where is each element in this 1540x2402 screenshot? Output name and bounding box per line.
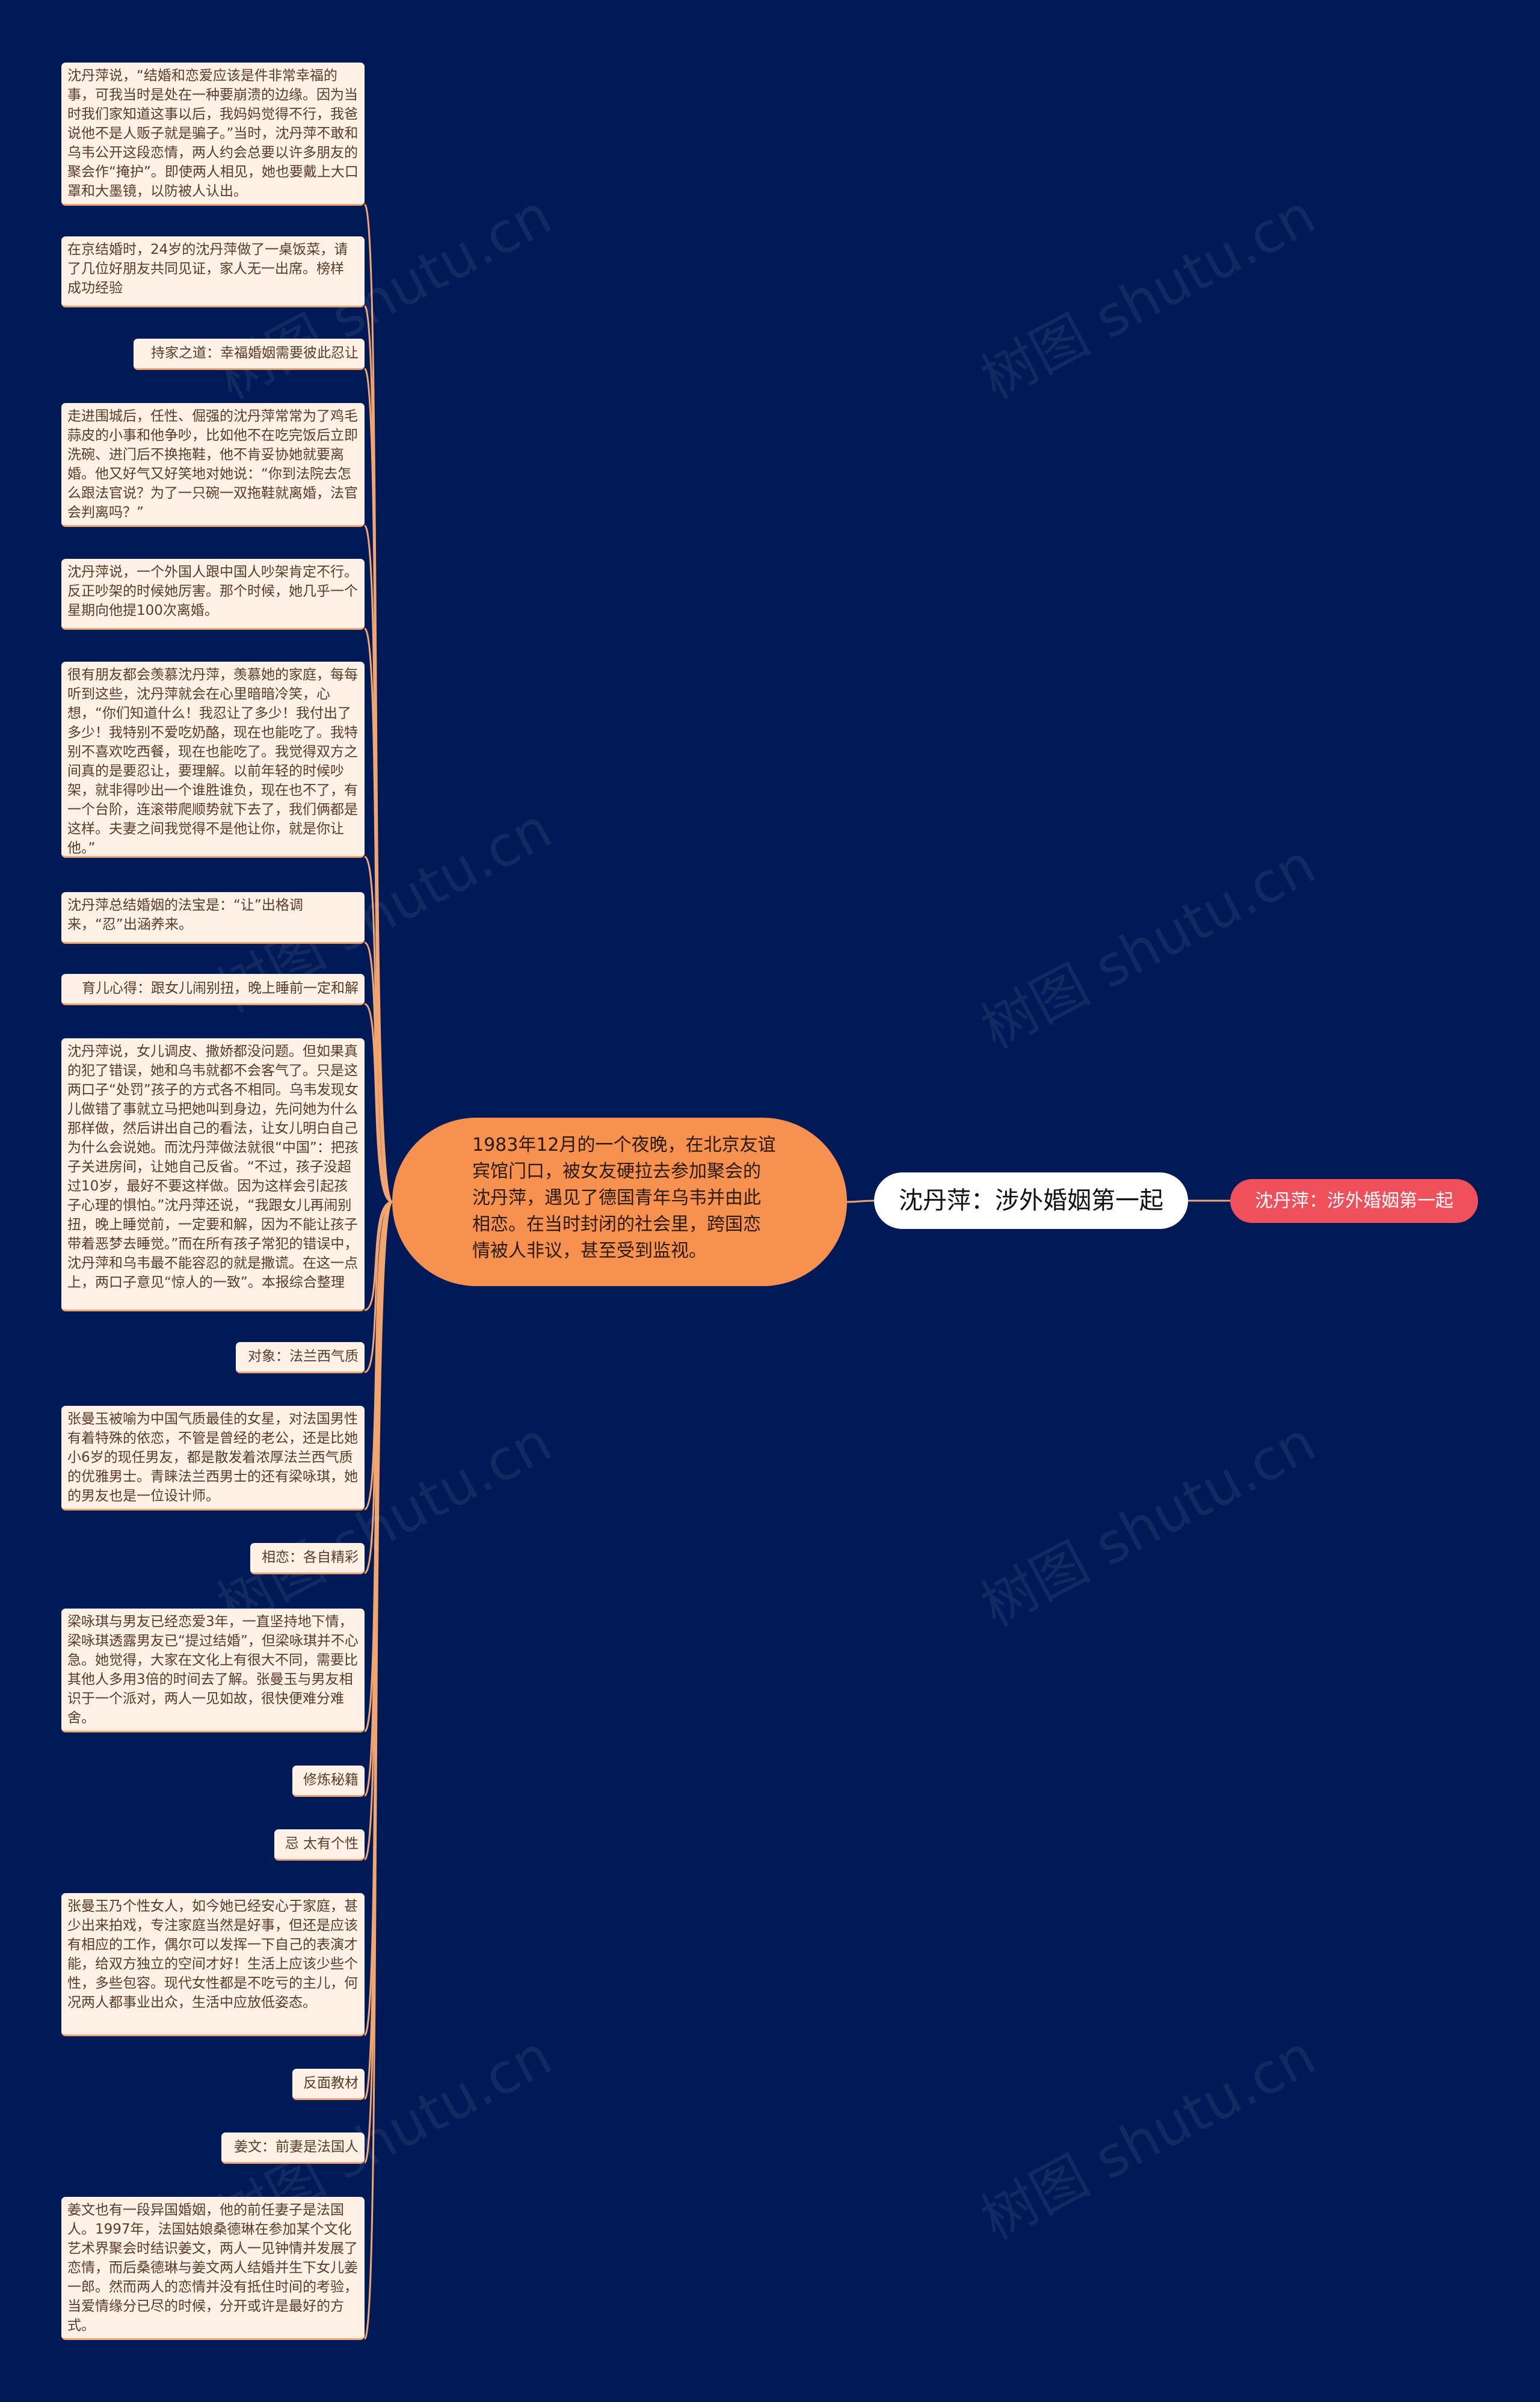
branch-topic-node[interactable]: 沈丹萍：涉外婚姻第一起: [874, 1172, 1188, 1229]
connector-line: [363, 855, 393, 1203]
connector-line: [364, 1201, 393, 1373]
connector-line: [846, 1199, 875, 1203]
connector-line: [364, 941, 393, 1203]
leaf-personality[interactable]: 张曼玉乃个性女人，如今她已经安心于家庭，甚少出来拍戏，专注家庭当然是好事，但还是…: [61, 1893, 365, 2036]
connector-line: [363, 1201, 393, 1574]
leaf-parenting[interactable]: 育儿心得：跟女儿闹别扭，晚上睡前一定和解: [61, 974, 365, 1005]
leaf-target-french[interactable]: 对象：法兰西气质: [236, 1342, 365, 1373]
center-topic-node[interactable]: 1983年12月的一个夜晚，在北京友谊宾馆门口，被女友硬拉去参加聚会的沈丹萍，遇…: [392, 1118, 847, 1286]
leaf-marriage-happiness[interactable]: 沈丹萍说，“结婚和恋爱应该是件非常幸福的事，可我当时是处在一种要崩溃的边缘。因为…: [61, 63, 365, 206]
leaf-friends-envy[interactable]: 很有朋友都会羡慕沈丹萍，羡慕她的家庭，每每听到这些，沈丹萍就会在心里暗暗冷笑，心…: [61, 662, 365, 858]
connector-line: [363, 1201, 393, 2340]
leaf-daughter[interactable]: 沈丹萍说，女儿调皮、撒娇都没问题。但如果真的犯了错误，她和乌韦就都不会客气了。只…: [61, 1038, 365, 1311]
leaf-quarrels[interactable]: 走进围城后，任性、倔强的沈丹萍常常为了鸡毛蒜皮的小事和他争吵，比如他不在吃完饭后…: [61, 403, 365, 527]
connector-line: [364, 1201, 393, 1311]
leaf-divorce-100[interactable]: 沈丹萍说，一个外国人跟中国人吵架肯定不行。反正吵架的时候她厉害。那个时候，她几乎…: [61, 559, 365, 630]
leaf-beijing-wedding[interactable]: 在京结婚时，24岁的沈丹萍做了一桌饭菜，请了几位好朋友共同见证，家人无一出席。榜…: [61, 236, 365, 307]
leaf-jiang-wen[interactable]: 姜文：前妻是法国人: [221, 2133, 365, 2164]
leaf-zhang-manyu[interactable]: 张曼玉被喻为中国气质最佳的女星，对法国男性有着特殊的依恋，不管是曾经的老公，还是…: [61, 1406, 365, 1510]
leaf-avoid-personality[interactable]: 忌 太有个性: [274, 1829, 365, 1861]
connector-line: [363, 627, 393, 1203]
leaf-negative-example[interactable]: 反面教材: [292, 2069, 365, 2100]
leaf-cultivation[interactable]: 修炼秘籍: [292, 1766, 365, 1797]
leaf-love-each[interactable]: 相恋：各自精彩: [250, 1543, 365, 1574]
root-topic-node[interactable]: 沈丹萍：涉外婚姻第一起: [1230, 1179, 1478, 1223]
leaf-jiang-wen-story[interactable]: 姜文也有一段异国婚姻，他的前任妻子是法国人。1997年，法国姑娘桑德琳在参加某个…: [61, 2197, 365, 2340]
leaf-magic-formula[interactable]: 沈丹萍总结婚姻的法宝是：“让”出格调来，“忍”出涵养来。: [61, 892, 365, 944]
leaf-housekeeping[interactable]: 持家之道：幸福婚姻需要彼此忍让: [134, 339, 365, 370]
connector-line: [364, 1003, 393, 1203]
leaf-liang-yongqi[interactable]: 梁咏琪与男友已经恋爱3年，一直坚持地下情，梁咏琪透露男友已“提过结婚”，但梁咏琪…: [61, 1609, 365, 1732]
